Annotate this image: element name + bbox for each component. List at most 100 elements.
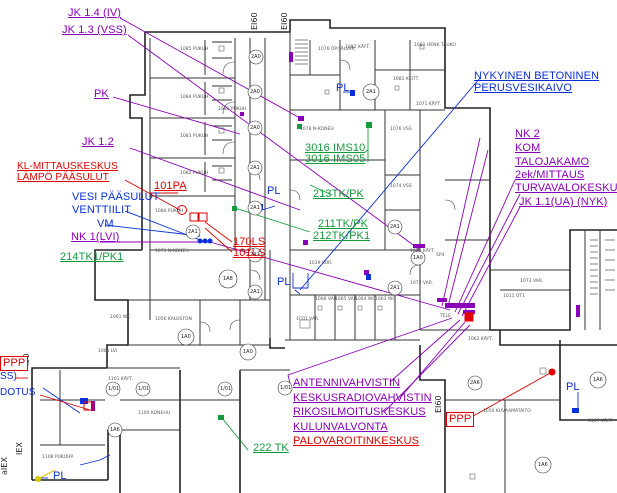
room-circle-label: 2A1 [390,224,400,230]
label-keskusradiovahvistin: KESKUSRADIOVAHVISTIN [293,392,432,404]
room-circle-label: 1A6 [110,427,120,433]
room-label: 1063 WC [375,297,396,302]
room-label: 1081 PUKUH [218,107,247,112]
room-label: 1078 N-KONEH [300,127,334,132]
room-label: 1072 VAR. [410,281,434,286]
room-label: TELE [440,314,451,319]
room-label: 1101 KÄYT. [108,377,133,382]
stairs [295,39,615,295]
fire-rating-label: aIEX [0,457,9,475]
room-circle-label: 2A1 [250,165,260,171]
label-ppp-left: PPP [0,356,29,371]
room-label: 1019 KOR. [309,261,333,266]
room-circle-label: 2A1 [366,89,376,95]
room-label: 1074 VSS [390,184,412,189]
label-nk-1: NK 1(LVI) [71,231,120,243]
label-3016-ims10: 3016 IMS10 [305,142,366,154]
label-ss: SS) [0,371,17,382]
room-label: 1066 VAR. [315,297,339,302]
purple-leader-lines [100,17,521,413]
label-nykyinen-betoninen: NYKYINEN BETONINEN [474,70,600,82]
room-circle-label: 2A1 [250,289,260,295]
label-pl-2: PL [267,185,281,197]
label-101pa: 101PA [154,180,187,192]
purple-markers [91,52,580,411]
fire-rating-label: EI60 [434,395,443,413]
label-pk: PK [94,88,109,100]
room-label: 1082 PUKUH [180,171,209,176]
room-circle-label: 1A8 [223,276,233,282]
doors [199,59,456,333]
room-label: 1083 PUKUH [180,134,209,139]
room-circles [105,49,607,474]
yellow-marker [35,469,56,482]
room-label: 1011 OT1 [503,294,526,299]
fire-rating-label: IEX [15,442,24,455]
room-circle-label: 2A1 [188,229,198,235]
fire-rating-label: EI60 [280,12,289,30]
label-jk-1-1: JK 1.1(UA) (NYK) [519,196,608,208]
room-circle-label: 2A6 [470,380,480,386]
room-label: 1064 WC [355,297,376,302]
room-circle-label: 2A0 [250,125,260,131]
room-circle-label: 1A0 [413,255,423,261]
room-label: 1091 KÄYT. [410,249,435,254]
label-kulunvalvonta: KULUNVALVONTA [293,421,388,433]
label-perusvesikaivo: PERUSVESIKAIVO [474,82,572,94]
room-label: 1076 OP.VÄLVAR. [318,47,357,52]
label-vm: VM [97,218,114,230]
room-label: 1071 N-KONEH [155,249,189,254]
room-label: 1076 VSS [390,127,412,132]
label-rikosilmoituskeskus: RIKOSILMOITUSKESKUS [293,406,426,418]
room-label: 1108 PUKUHP. [42,455,74,460]
room-circle-label: 2A0 [250,89,260,95]
label-nk-2: NK 2 [515,128,540,140]
room-label: 1085 PUKUH [180,47,209,52]
label-lampo-paasulut: LÄMPÖ PÄÄSULUT [17,172,109,183]
room-label: 1107 KÄYT. [588,419,613,424]
label-pl-5: PL [53,470,67,482]
room-circle-label: 1A6 [538,462,548,468]
room-label: 1065 VAR. [335,297,359,302]
room-circle-label: 2A0 [251,54,261,60]
room-circle-label: 1/01 [108,386,120,392]
red-lines [15,179,553,421]
blue-lines [40,77,579,479]
room-label: SP4 [436,253,445,258]
label-pl-1: PL [336,82,350,94]
label-jk-1-2: JK 1.2 [82,136,114,148]
label-turvavalokeskus: TURVAVALOKESKUS [515,182,617,194]
label-mittaus: 2ek/MITTAUS [515,169,585,181]
red-markers [83,205,556,411]
label-pl-4: PL [566,381,580,393]
building-walls [31,19,617,493]
label-palovaroitinkeskus: PALOVAROITINKESKUS [293,435,420,447]
room-label: 1082 KÄYT. [345,45,370,50]
label-kom: KOM [515,142,541,154]
room-label: 1050 KUVAAMATAITO [483,409,531,414]
label-jk-1-3: JK 1.3 (VSS) [62,24,127,36]
room-circle-label: 1A0 [243,349,253,355]
room-label: 1081 KEITT. [393,77,420,82]
room-label: 1084 PUKUH [180,95,209,100]
label-pl-3: PL [277,276,291,288]
label-222-tk: 222 TK [253,442,289,454]
label-3016-ims05: 3016 IMS05 [305,153,366,165]
label-dotus: DOTUS [0,387,36,398]
room-label: 1061 WC [110,315,131,320]
room-circle-label: 1/01 [280,385,292,391]
room-label: 1062 KÄYT. [468,337,493,342]
room-circle-label: 1/01 [220,386,232,392]
label-antennivahvistin: ANTENNIVAHVISTIN [293,377,401,389]
room-label: 1060 LVI [98,349,118,354]
label-ppp-right: PPP [446,412,475,427]
room-label: 1073 VAR. [520,279,544,284]
room-label: 1056 KALUSTON [155,317,192,322]
room-circle-label: 2A1 [250,205,260,211]
room-circle-label: 2A1 [390,285,400,291]
fixtures [218,44,547,480]
label-kl-mittauskeskus: KL-MITTAUSKESKUS [17,161,118,172]
room-label: 1081 HENK.TAUKO [414,43,456,48]
label-170ls: 170LS [233,236,266,248]
